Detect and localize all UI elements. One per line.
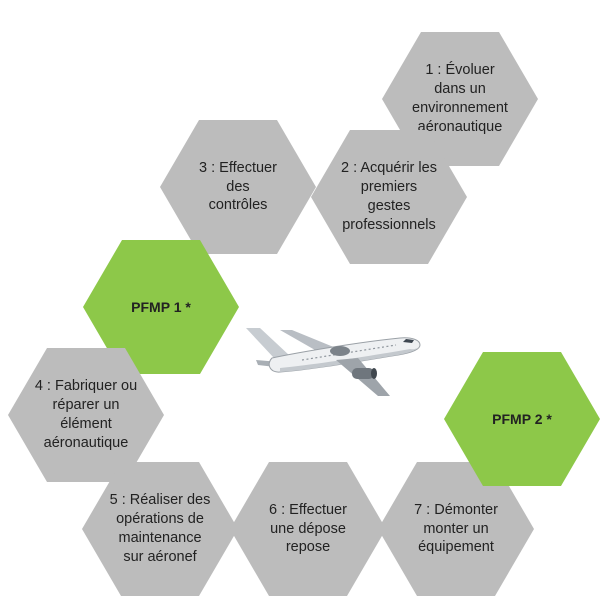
- airplane-icon: [246, 328, 421, 396]
- step-3-label: 3 : Effectuer des contrôles: [199, 159, 277, 214]
- step-6-label: 6 : Effectuer une dépose repose: [269, 501, 347, 556]
- step-1-label: 1 : Évoluer dans un environnement aérona…: [412, 62, 508, 135]
- step-4-hexagon: 4 : Fabriquer ou réparer un élément aéro…: [8, 348, 164, 482]
- step-2-label: 2 : Acquérir les premiers gestes profess…: [341, 160, 437, 233]
- step-5-label: 5 : Réaliser des opérations de maintenan…: [109, 492, 211, 565]
- pfmp-2-label: PFMP 2 *: [492, 410, 552, 427]
- step-7-label: 7 : Démonter monter un équipement: [414, 501, 498, 556]
- pfmp-1-label: PFMP 1 *: [131, 298, 191, 315]
- step-5-hexagon: 5 : Réaliser des opérations de maintenan…: [82, 462, 238, 596]
- pfmp-2-hexagon: PFMP 2 *: [444, 352, 600, 486]
- step-6-hexagon: 6 : Effectuer une dépose repose: [230, 462, 386, 596]
- step-4-label: 4 : Fabriquer ou réparer un élément aéro…: [34, 378, 138, 451]
- step-3-hexagon: 3 : Effectuer des contrôles: [160, 120, 316, 254]
